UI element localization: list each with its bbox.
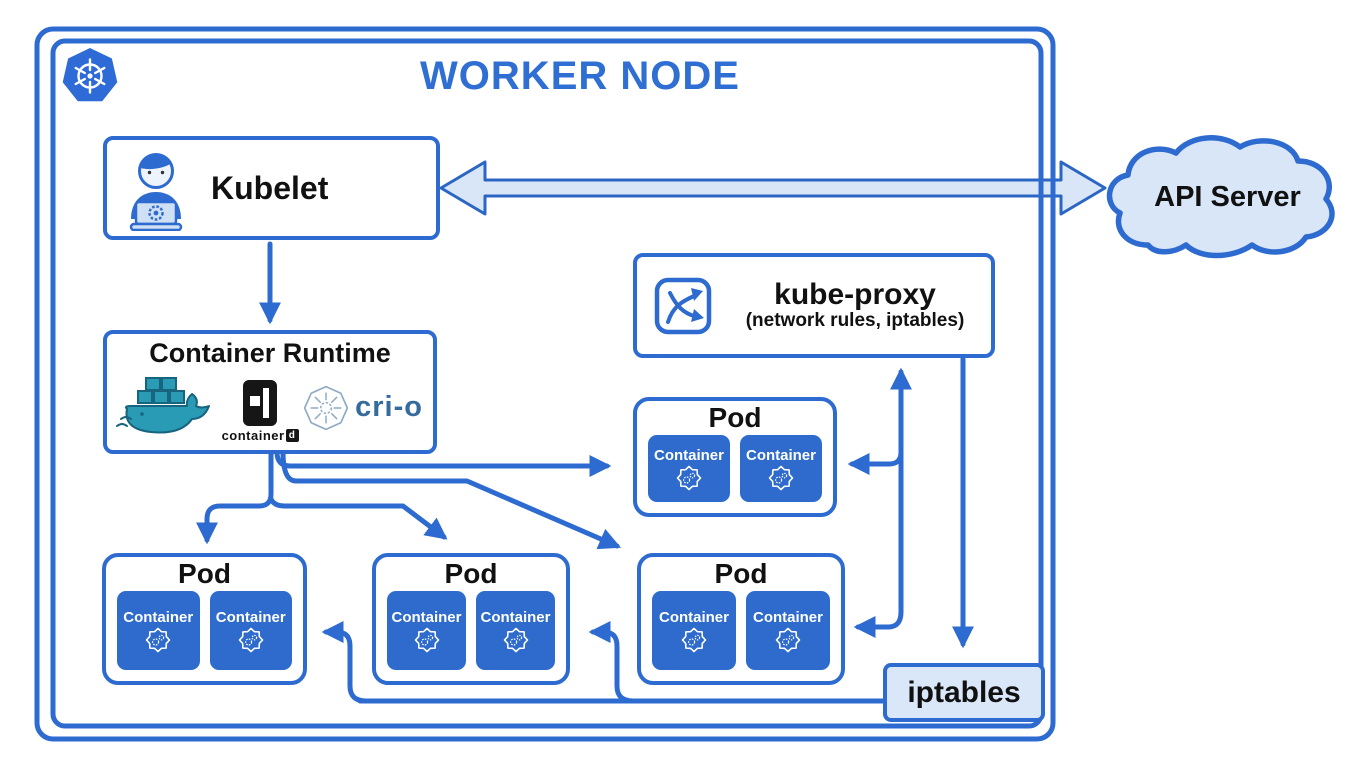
- kubelet-label: Kubelet: [211, 169, 329, 206]
- pod-bottom-left: Pod Container Container: [102, 553, 307, 685]
- pod-containers: Container Container: [637, 434, 833, 513]
- kubelet-apiserver-double-arrow: [439, 160, 1107, 216]
- container-tile: Container: [746, 591, 830, 670]
- container-tile: Container: [117, 591, 200, 670]
- container-runtime-box: Container Runtime containe: [103, 330, 437, 454]
- container-seal-icon: [414, 627, 439, 652]
- crio-logo: cri-o: [303, 385, 423, 431]
- pod-containers: Container Container: [641, 590, 841, 681]
- container-seal-icon: [676, 465, 702, 490]
- iptables-box: iptables: [883, 663, 1045, 722]
- worker-node-outer-border: [34, 26, 1056, 742]
- kubelet-box: Kubelet: [103, 136, 440, 240]
- container-seal-icon: [768, 465, 794, 490]
- container-seal-icon: [238, 627, 264, 652]
- container-label: Container: [653, 446, 724, 464]
- pod-title: Pod: [714, 558, 768, 589]
- api-server-cloud: API Server: [1100, 133, 1355, 268]
- kube-proxy-title: kube-proxy: [774, 277, 936, 311]
- worker-node-inner-border: [50, 38, 1044, 729]
- crio-octagon-icon: [303, 385, 349, 430]
- api-server-label: API Server: [1154, 181, 1301, 213]
- kube-proxy-subtitle: (network rules, iptables): [745, 310, 965, 332]
- container-label: Container: [123, 608, 194, 626]
- pod-top-right: Pod Container Container: [633, 397, 837, 517]
- worker-node-title: WORKER NODE: [420, 54, 740, 98]
- iptables-label: iptables: [907, 675, 1021, 709]
- pod-containers: Container Container: [376, 590, 566, 681]
- container-seal-icon: [145, 627, 171, 652]
- arrow-runtime-to-pod-bottom-middle: [268, 496, 448, 540]
- cloud-shape: [1106, 135, 1335, 259]
- container-tile: Container: [476, 591, 555, 670]
- kube-proxy-box: kube-proxy (network rules, iptables): [633, 253, 995, 358]
- kubernetes-logo-icon: [62, 48, 118, 102]
- container-tile: Container: [740, 435, 822, 502]
- containerd-wordmark-text: container: [221, 427, 285, 443]
- arrow-into-pod-bottom-middle-side: [588, 620, 636, 704]
- arrow-into-pod-top-right-side: [847, 449, 904, 476]
- crio-label: cri-o: [355, 391, 423, 423]
- container-label: Container: [215, 608, 286, 626]
- container-tile: Container: [387, 591, 466, 670]
- pod-bottom-middle: Pod Container Container: [372, 553, 570, 685]
- container-tile: Container: [209, 591, 292, 670]
- container-label: Container: [752, 608, 823, 626]
- container-label: Container: [391, 608, 462, 626]
- pod-containers: Container Container: [106, 590, 303, 681]
- kubelet-person-icon: [129, 153, 183, 231]
- container-seal-icon: [503, 627, 528, 652]
- arrow-into-pod-bottom-right-side: [853, 609, 904, 639]
- pod-title: Pod: [708, 402, 762, 433]
- container-label: Container: [658, 608, 729, 626]
- container-seal-icon: [681, 627, 707, 652]
- container-label: Container: [480, 608, 551, 626]
- container-tile: Container: [648, 435, 730, 502]
- pod-title: Pod: [178, 558, 231, 589]
- containerd-d-glyph: d: [285, 428, 299, 442]
- arrow-runtime-to-pod-bottom-right: [280, 449, 622, 550]
- pod-bottom-right: Pod Container Container: [637, 553, 845, 685]
- container-runtime-title: Container Runtime: [149, 338, 391, 368]
- containerd-block-icon: [243, 379, 278, 426]
- container-seal-icon: [775, 627, 801, 652]
- container-tile: Container: [652, 591, 736, 670]
- kube-proxy-icon: [654, 277, 712, 334]
- arrow-into-pod-bottom-left-side: [321, 620, 369, 704]
- container-label: Container: [745, 446, 816, 464]
- docker-logo-icon: [116, 376, 210, 433]
- pod-title: Pod: [444, 558, 498, 589]
